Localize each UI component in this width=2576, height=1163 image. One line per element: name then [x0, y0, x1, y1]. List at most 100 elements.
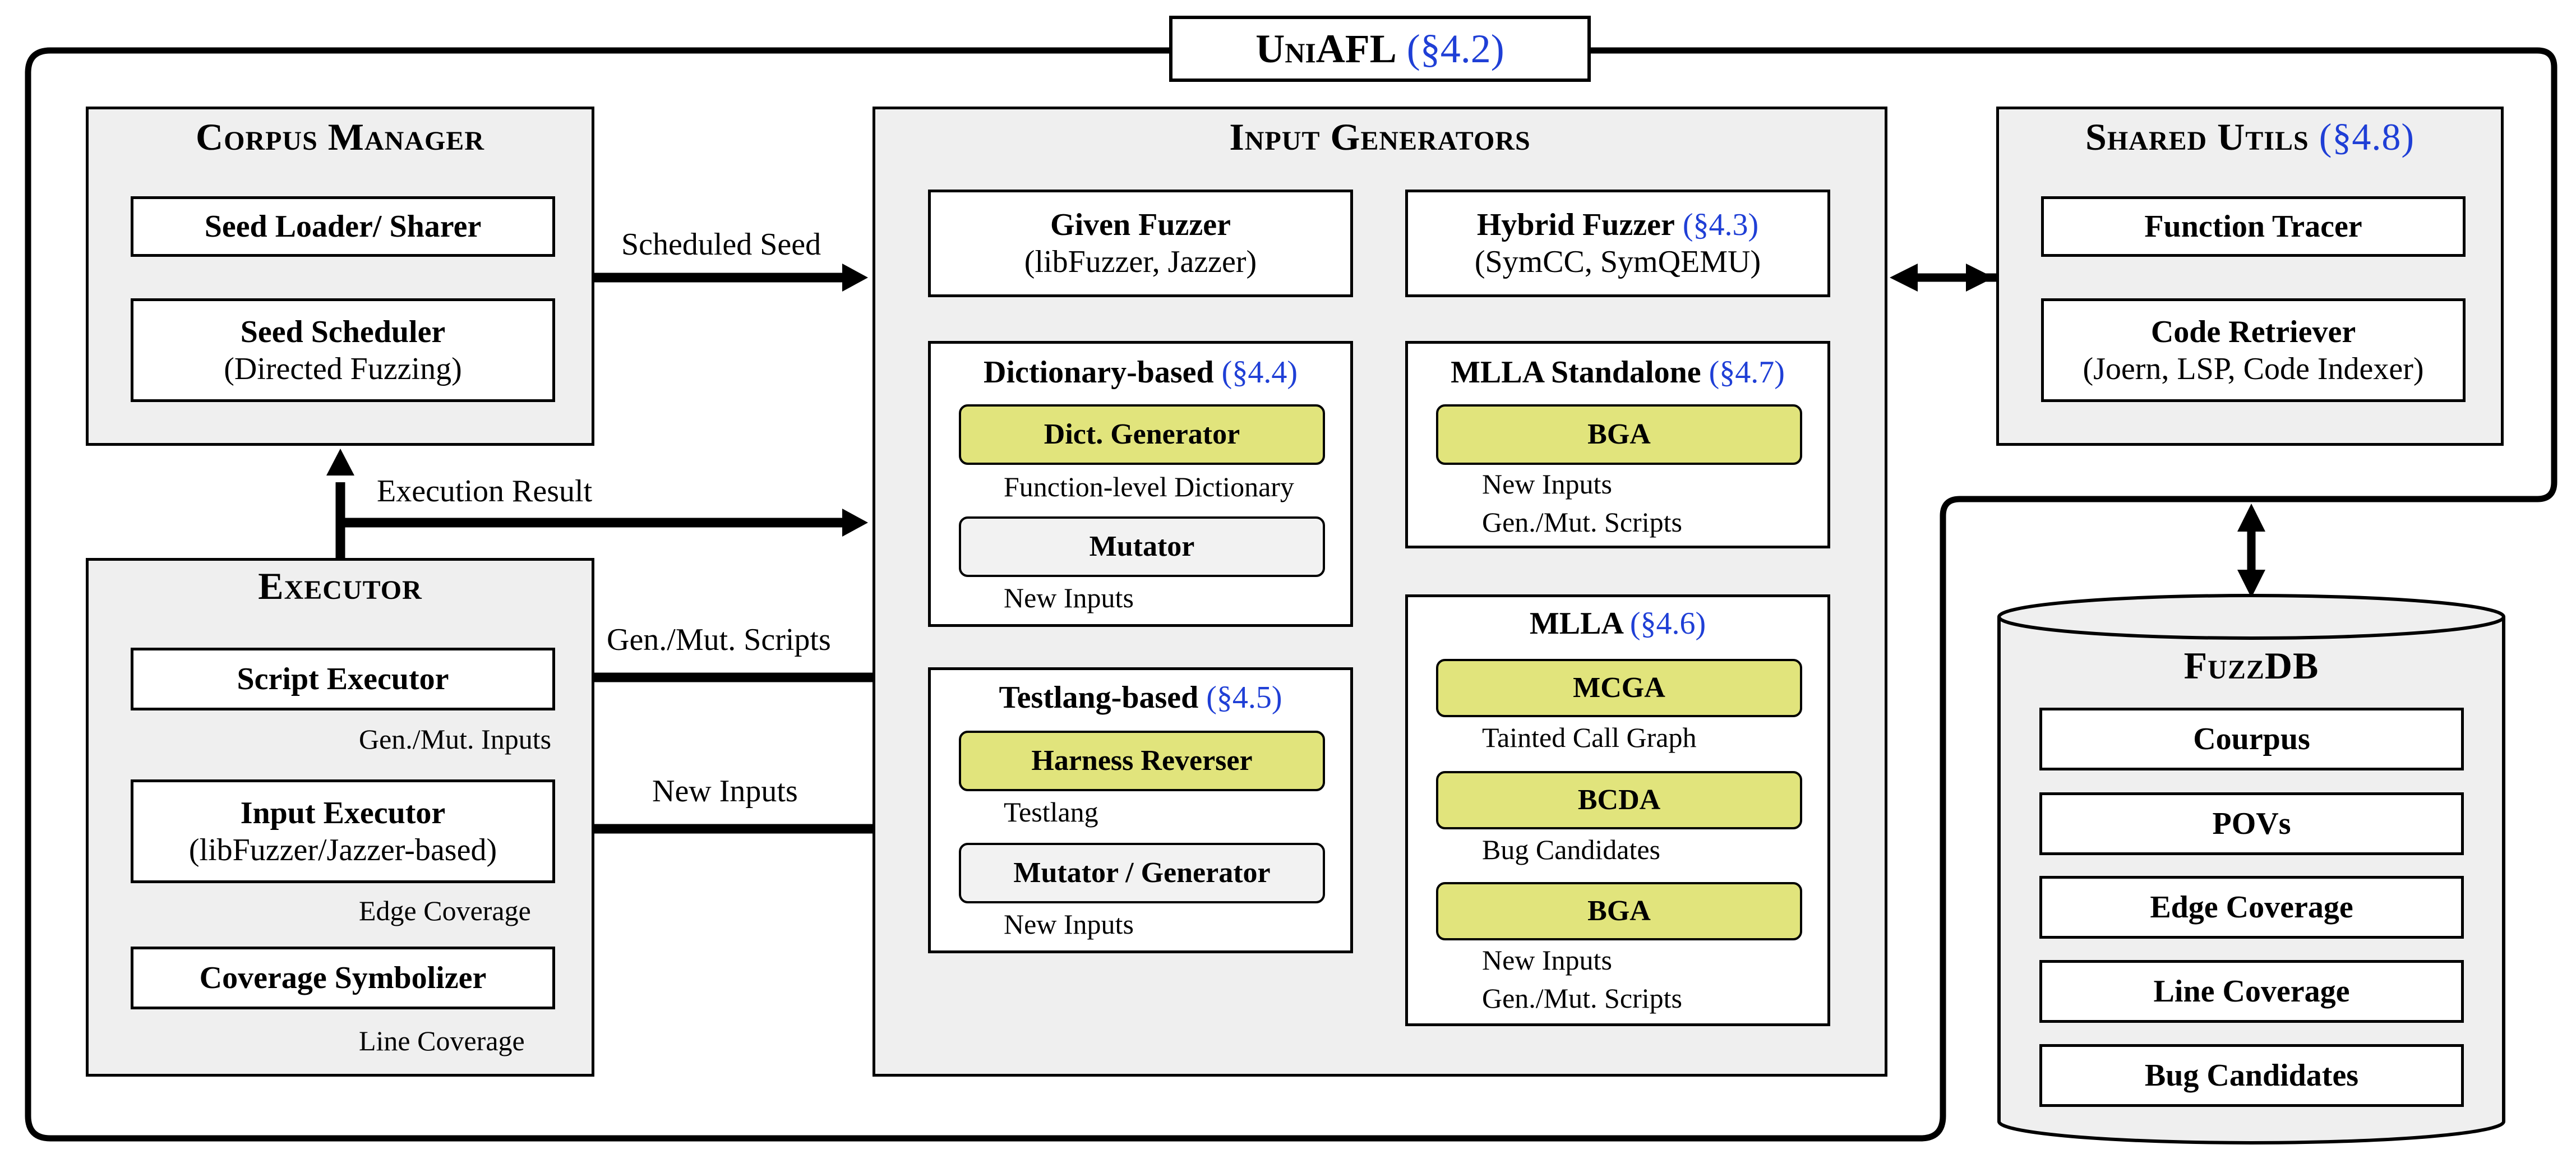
standalone-new-inputs-label: New Inputs [1482, 468, 1612, 500]
fuzzdb-item-bug-candidates: Bug Candidates [2144, 1058, 2359, 1093]
testlang-label: Testlang [1004, 796, 1098, 828]
mutator-box: Mutator [959, 516, 1325, 577]
new-inputs-arrow [558, 815, 875, 843]
mlla-bga-box: BGA [1436, 882, 1802, 940]
shared-utils-title: Shared Utils [2085, 116, 2309, 158]
input-generators-title: Input Generators [1229, 116, 1531, 158]
testlang-based-title: Testlang-based [999, 680, 1199, 715]
testlang-new-inputs-label: New Inputs [1004, 908, 1134, 940]
fuzzdb-item-edge-coverage: Edge Coverage [2150, 890, 2353, 925]
standalone-scripts-label: Gen./Mut. Scripts [1482, 506, 1682, 538]
mlla-bga-label: BGA [1587, 895, 1651, 927]
fuzzdb-item: POVs [2039, 792, 2464, 855]
execution-result-label: Execution Result [377, 474, 593, 509]
line-coverage-label: Line Coverage [359, 1025, 525, 1056]
function-tracer-label: Function Tracer [2144, 209, 2362, 244]
fuzzdb-item-corpus: Courpus [2193, 722, 2310, 756]
script-executor-box: Script Executor [131, 648, 555, 710]
coverage-symbolizer-label: Coverage Symbolizer [199, 961, 487, 995]
new-inputs-label: New Inputs [652, 774, 798, 809]
testlang-based-ref: (§4.5) [1206, 680, 1282, 715]
executor-title: Executor [258, 565, 422, 607]
given-fuzzer-box: Given Fuzzer (libFuzzer, Jazzer) [928, 190, 1353, 297]
gen-mut-scripts-arrow [558, 663, 875, 691]
fuzzdb-item-line-coverage: Line Coverage [2153, 974, 2350, 1009]
dictionary-based-ref: (§4.4) [1221, 355, 1298, 390]
unifl-outer-frame [25, 47, 2557, 1142]
mlla-scripts-label: Gen./Mut. Scripts [1482, 982, 1682, 1014]
mlla-heading: MLLA (§4.6) [1408, 605, 1827, 642]
harness-reverser-label: Harness Reverser [1031, 745, 1253, 777]
seed-scheduler-box: Seed Scheduler (Directed Fuzzing) [131, 298, 555, 402]
mlla-standalone-heading: MLLA Standalone (§4.7) [1408, 354, 1827, 391]
standalone-bga-box: BGA [1436, 404, 1802, 465]
mlla-new-inputs-label: New Inputs [1482, 944, 1612, 976]
script-executor-label: Script Executor [237, 662, 449, 696]
mutator-generator-box: Mutator / Generator [959, 843, 1325, 903]
hybrid-fuzzer-sub: (SymCC, SymQEMU) [1474, 244, 1761, 279]
mlla-standalone-panel: MLLA Standalone (§4.7) BGA [1405, 341, 1830, 548]
executor-panel: Executor Script Executor Input Executor … [86, 558, 594, 1077]
execution-result-arrow [326, 449, 868, 558]
mlla-panel: MLLA (§4.6) MCGA BCDA BGA [1405, 594, 1830, 1026]
seed-scheduler-sub: (Directed Fuzzing) [224, 351, 462, 386]
corpus-manager-title: Corpus Manager [196, 116, 484, 158]
shared-utils-ref: (§4.8) [2319, 116, 2415, 158]
given-fuzzer-sub: (libFuzzer, Jazzer) [1024, 244, 1257, 279]
function-level-dictionary-label: Function-level Dictionary [1004, 471, 1294, 502]
unifl-title: UniAFL (§4.2) [1169, 16, 1591, 82]
input-executor-box: Input Executor (libFuzzer/Jazzer-based) [131, 779, 555, 883]
fuzzdb-item: Courpus [2039, 708, 2464, 770]
unifl-title-ref: (§4.2) [1406, 26, 1504, 71]
mlla-ref: (§4.6) [1629, 606, 1706, 641]
gen-mut-inputs-label: Gen./Mut. Inputs [359, 723, 552, 755]
standalone-bga-label: BGA [1587, 418, 1651, 450]
fuzzdb-link-arrow [2237, 504, 2265, 598]
mutator-label: Mutator [1089, 530, 1195, 562]
harness-reverser-box: Harness Reverser [959, 731, 1325, 791]
mcga-box: MCGA [1436, 659, 1802, 717]
shared-utils-heading: Shared Utils (§4.8) [1999, 115, 2501, 159]
bcda-label: BCDA [1577, 784, 1661, 816]
input-executor-label: Input Executor [240, 795, 446, 830]
hybrid-fuzzer-box: Hybrid Fuzzer (§4.3) (SymCC, SymQEMU) [1405, 190, 1830, 297]
coverage-symbolizer-box: Coverage Symbolizer [131, 947, 555, 1009]
seed-loader-box: Seed Loader/ Sharer [131, 196, 555, 257]
fuzzdb-item: Line Coverage [2039, 960, 2464, 1023]
seed-loader-label: Seed Loader/ Sharer [204, 209, 482, 244]
code-retriever-box: Code Retriever (Joern, LSP, Code Indexer… [2041, 298, 2466, 402]
unifl-title-name: UniAFL [1255, 26, 1397, 71]
scheduled-seed-arrow [594, 264, 868, 292]
fuzzdb-item-povs: POVs [2212, 806, 2291, 841]
edge-coverage-label: Edge Coverage [359, 895, 531, 926]
scheduled-seed-label: Scheduled Seed [621, 227, 821, 262]
fuzzdb-item: Edge Coverage [2039, 876, 2464, 939]
bug-candidates-flow-label: Bug Candidates [1482, 834, 1661, 865]
mlla-title: MLLA [1529, 606, 1622, 641]
seed-scheduler-label: Seed Scheduler [240, 314, 446, 349]
mlla-standalone-title: MLLA Standalone [1451, 355, 1701, 390]
tainted-call-graph-label: Tainted Call Graph [1482, 722, 1697, 753]
fuzzdb-item: Bug Candidates [2039, 1044, 2464, 1107]
mutator-generator-label: Mutator / Generator [1013, 857, 1271, 889]
corpus-manager-panel: Corpus Manager Seed Loader/ Sharer Seed … [86, 107, 594, 446]
mlla-standalone-ref: (§4.7) [1709, 355, 1785, 390]
dictionary-new-inputs-label: New Inputs [1004, 582, 1134, 613]
dict-generator-label: Dict. Generator [1044, 418, 1240, 450]
code-retriever-sub: (Joern, LSP, Code Indexer) [2083, 351, 2424, 386]
given-fuzzer-label: Given Fuzzer [1050, 207, 1231, 242]
mcga-label: MCGA [1573, 672, 1665, 704]
hybrid-fuzzer-label: Hybrid Fuzzer [1476, 207, 1675, 242]
dictionary-based-panel: Dictionary-based (§4.4) Dict. Generator … [928, 341, 1353, 627]
dictionary-based-heading: Dictionary-based (§4.4) [931, 354, 1350, 391]
code-retriever-label: Code Retriever [2150, 314, 2356, 349]
dictionary-based-title: Dictionary-based [984, 355, 1214, 390]
fuzzdb-title: FuzzDB [2183, 644, 2319, 687]
hybrid-fuzzer-ref: (§4.3) [1682, 207, 1759, 242]
dict-generator-box: Dict. Generator [959, 404, 1325, 465]
function-tracer-box: Function Tracer [2041, 196, 2466, 257]
shared-utils-panel: Shared Utils (§4.8) Function Tracer Code… [1996, 107, 2504, 446]
testlang-based-panel: Testlang-based (§4.5) Harness Reverser M… [928, 667, 1353, 953]
gen-mut-scripts-label: Gen./Mut. Scripts [607, 622, 831, 657]
